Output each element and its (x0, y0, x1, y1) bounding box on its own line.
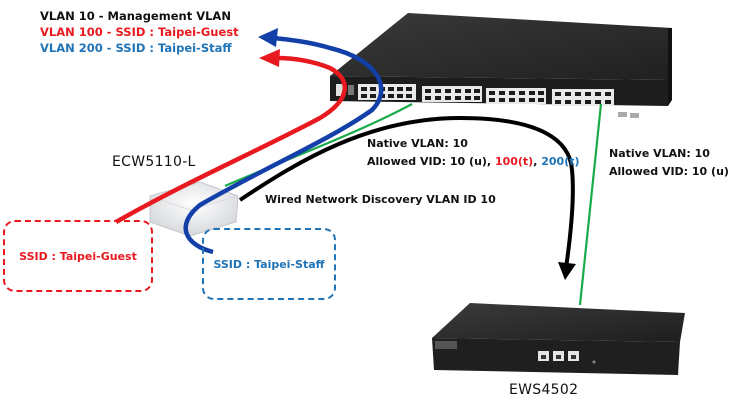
vlan100-arrowhead (259, 49, 280, 67)
ssid-guest-box: SSID : Taipei-Guest (3, 220, 153, 292)
legend-vlan100: VLAN 100 - SSID : Taipei-Guest (40, 25, 239, 39)
controller-logo (435, 341, 457, 349)
vlan100-path (114, 55, 347, 224)
uplink-switch-controller (578, 103, 603, 306)
controller-label: EWS4502 (509, 382, 579, 398)
ap-port-native-vlan: Native VLAN: 10 (367, 137, 468, 150)
ssid-guest-label: SSID : Taipei-Guest (19, 249, 137, 263)
discovery-arrow (238, 115, 575, 269)
allowed-vid-200: 200(t) (541, 155, 580, 168)
controller-port-native-vlan: Native VLAN: 10 (609, 147, 710, 160)
controller-port-config: Native VLAN: 10 Allowed VID: 10 (u) (609, 145, 729, 181)
ap-port-config: Native VLAN: 10 Allowed VID: 10 (u), 100… (367, 135, 580, 171)
vlan-legend: VLAN 10 - Management VLAN VLAN 100 - SSI… (40, 8, 239, 56)
legend-vlan10: VLAN 10 - Management VLAN (40, 9, 231, 23)
controller-device (432, 303, 685, 375)
sfp-port (618, 112, 627, 117)
controller-port-allowed-vid: Allowed VID: 10 (u) (609, 165, 729, 178)
vlan200-path (183, 35, 384, 255)
vlan200-arrowhead (258, 28, 278, 47)
allowed-vid-prefix: Allowed VID: 10 (u), (367, 155, 495, 168)
discovery-arrowhead (558, 262, 576, 280)
access-point-label: ECW5110-L (112, 154, 196, 170)
sfp-port (630, 113, 639, 118)
console-port (336, 84, 344, 96)
ap-port-allowed-vid: Allowed VID: 10 (u), 100(t), 200(t) (367, 153, 580, 171)
status-display (348, 85, 354, 95)
legend-vlan200: VLAN 200 - SSID : Taipei-Staff (40, 41, 232, 55)
allowed-vid-100: 100(t) (494, 155, 534, 168)
discovery-label: Wired Network Discovery VLAN ID 10 (265, 193, 496, 206)
allowed-vid-sep: , (533, 155, 542, 168)
ssid-staff-label: SSID : Taipei-Staff (213, 257, 325, 271)
switch-device (330, 13, 672, 118)
ssid-staff-box: SSID : Taipei-Staff (202, 228, 336, 300)
